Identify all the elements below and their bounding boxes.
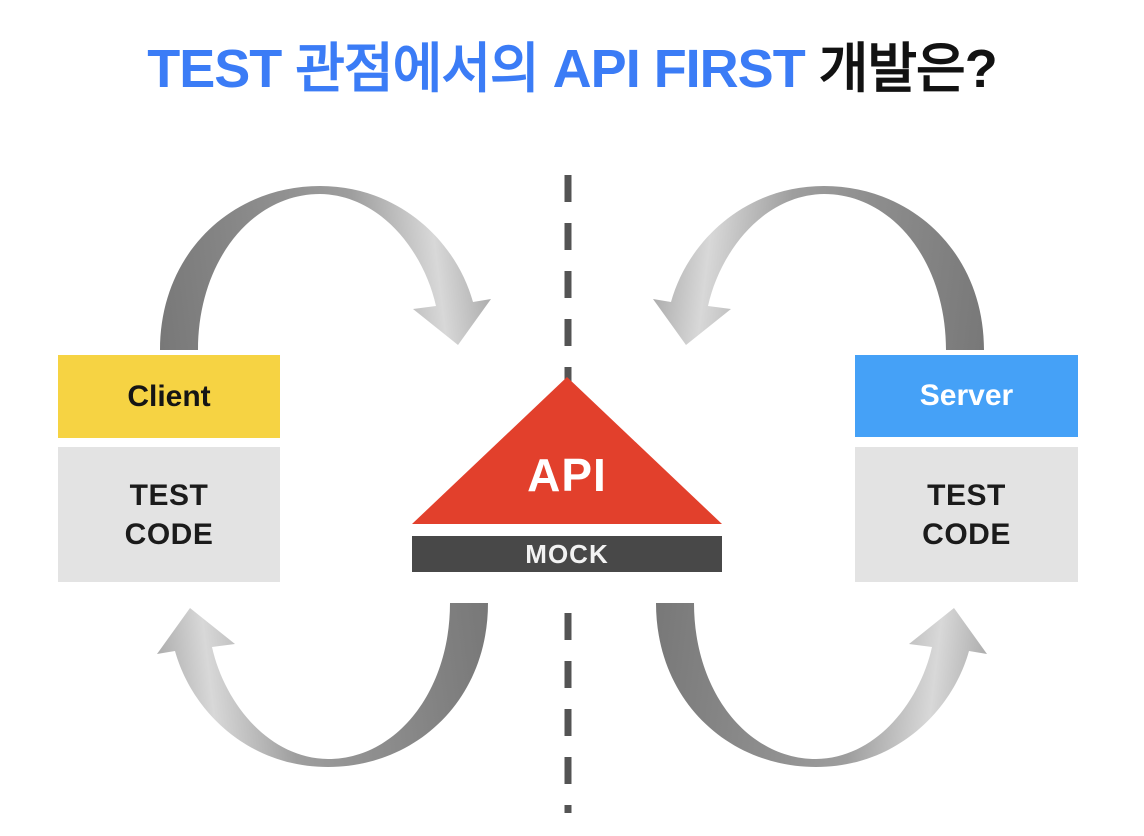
title-highlight: TEST 관점에서의 API FIRST [147, 39, 805, 99]
api-triangle [412, 377, 722, 524]
client-box: Client [58, 355, 280, 438]
server-box: Server [855, 355, 1078, 437]
server-test-code-line-2: CODE [922, 517, 1011, 551]
client-test-code-line-1: TEST [129, 478, 209, 512]
server-test-code-box: TEST CODE [855, 447, 1078, 582]
mock-bar: MOCK [412, 536, 722, 572]
flow-arrow-bottom-right [656, 603, 987, 767]
server-label: Server [919, 379, 1014, 412]
client-label: Client [127, 379, 211, 413]
flow-arrow-top-left [160, 186, 491, 350]
server-test-code-line-1: TEST [927, 478, 1006, 512]
page-title: TEST 관점에서의 API FIRST 개발은? [0, 24, 1144, 103]
title-suffix: 개발은? [804, 39, 998, 99]
flow-arrow-top-right [653, 186, 984, 350]
flow-arrow-bottom-left [157, 603, 488, 767]
mock-label: MOCK [525, 538, 609, 569]
client-test-code-box: TEST CODE [58, 447, 280, 582]
client-test-code-line-2: CODE [124, 517, 214, 551]
api-label: API [527, 449, 607, 501]
